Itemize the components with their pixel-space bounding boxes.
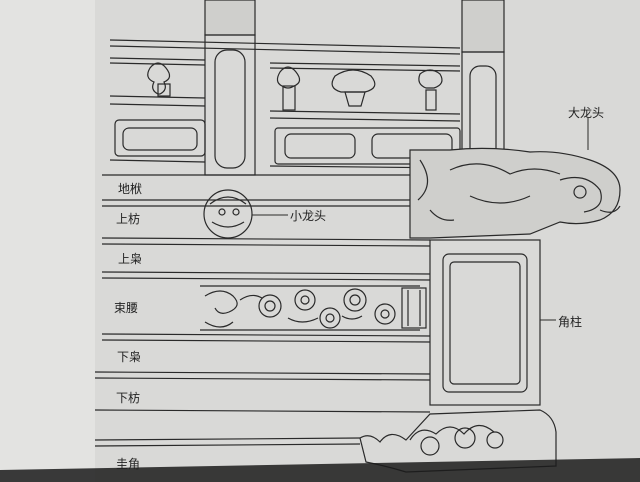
large-dragon-head xyxy=(409,147,621,239)
label-dilan: 地栿 xyxy=(118,182,143,196)
photo-edge-shadow xyxy=(0,458,640,482)
small-dragon-head xyxy=(203,189,253,239)
paper-margin xyxy=(0,0,95,482)
corner-column xyxy=(429,239,541,406)
label-guijiao: 圭角 xyxy=(116,457,141,471)
label-shangfang: 上枋 xyxy=(116,212,141,226)
carved-balusters xyxy=(147,62,443,111)
leader-lines xyxy=(252,118,589,321)
post-left xyxy=(204,0,256,176)
base-tiers xyxy=(94,174,431,447)
callout-da-long-tou: 大龙头 xyxy=(568,106,605,120)
label-xiaxiao: 下枭 xyxy=(117,350,142,364)
balustrade-rails xyxy=(109,39,461,169)
label-shuyao: 束腰 xyxy=(114,301,139,315)
post-right xyxy=(461,0,505,171)
callout-jiao-zhu: 角柱 xyxy=(558,315,583,329)
label-xiafang: 下枋 xyxy=(116,391,141,405)
label-shangxiao: 上枭 xyxy=(118,252,143,266)
waist-frieze xyxy=(200,285,427,331)
callout-xiao-long-tou: 小龙头 xyxy=(290,209,327,223)
